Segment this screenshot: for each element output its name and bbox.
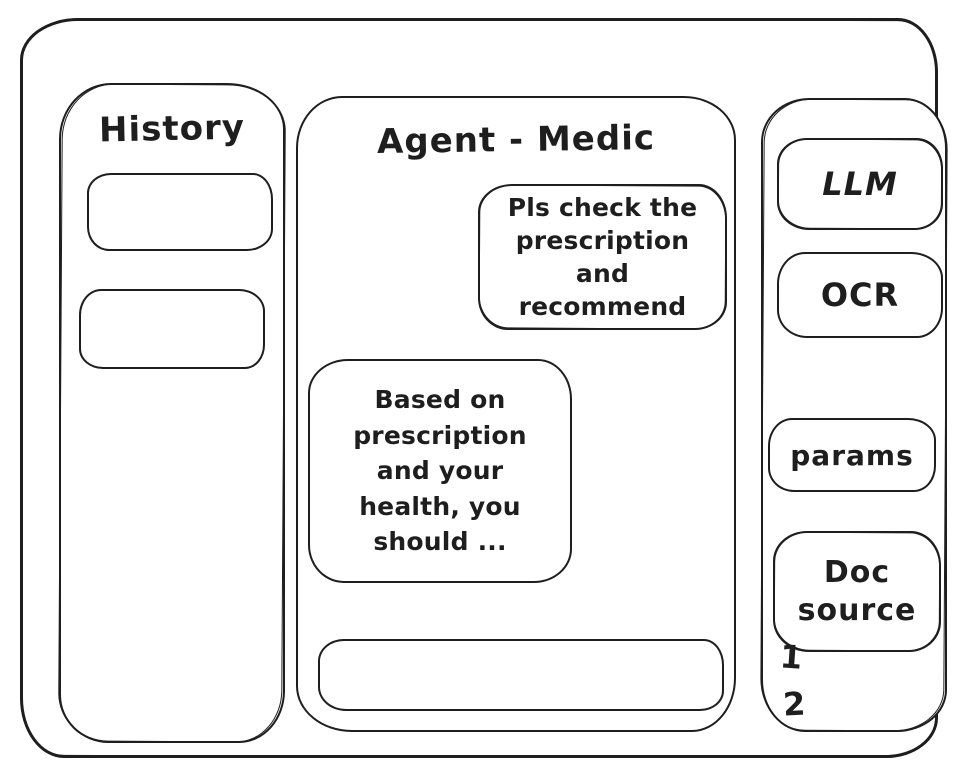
chat-input[interactable] xyxy=(318,639,724,711)
tools-panel: LLM OCR params Doc source 1 2 xyxy=(761,98,947,732)
user-message-bubble: Pls check the prescription and recommend xyxy=(478,184,727,330)
history-item-2[interactable] xyxy=(79,289,265,369)
doc-source-item-2[interactable]: 2 xyxy=(782,684,807,724)
ocr-button[interactable]: OCR xyxy=(777,252,943,338)
chat-panel-title: Agent - Medic xyxy=(376,118,656,162)
assistant-message-bubble: Based on prescription and your health, y… xyxy=(308,359,572,583)
history-panel: History xyxy=(59,83,285,743)
doc-source-item-1[interactable]: 1 xyxy=(778,637,804,677)
doc-source-button[interactable]: Doc source xyxy=(773,531,941,652)
app-frame: History Agent - Medic Pls check the pres… xyxy=(20,18,947,758)
history-panel-title: History xyxy=(98,107,246,151)
params-button[interactable]: params xyxy=(768,418,936,492)
llm-button[interactable]: LLM xyxy=(777,138,943,230)
chat-panel: Agent - Medic Pls check the prescription… xyxy=(296,96,736,732)
history-item-1[interactable] xyxy=(87,173,273,251)
